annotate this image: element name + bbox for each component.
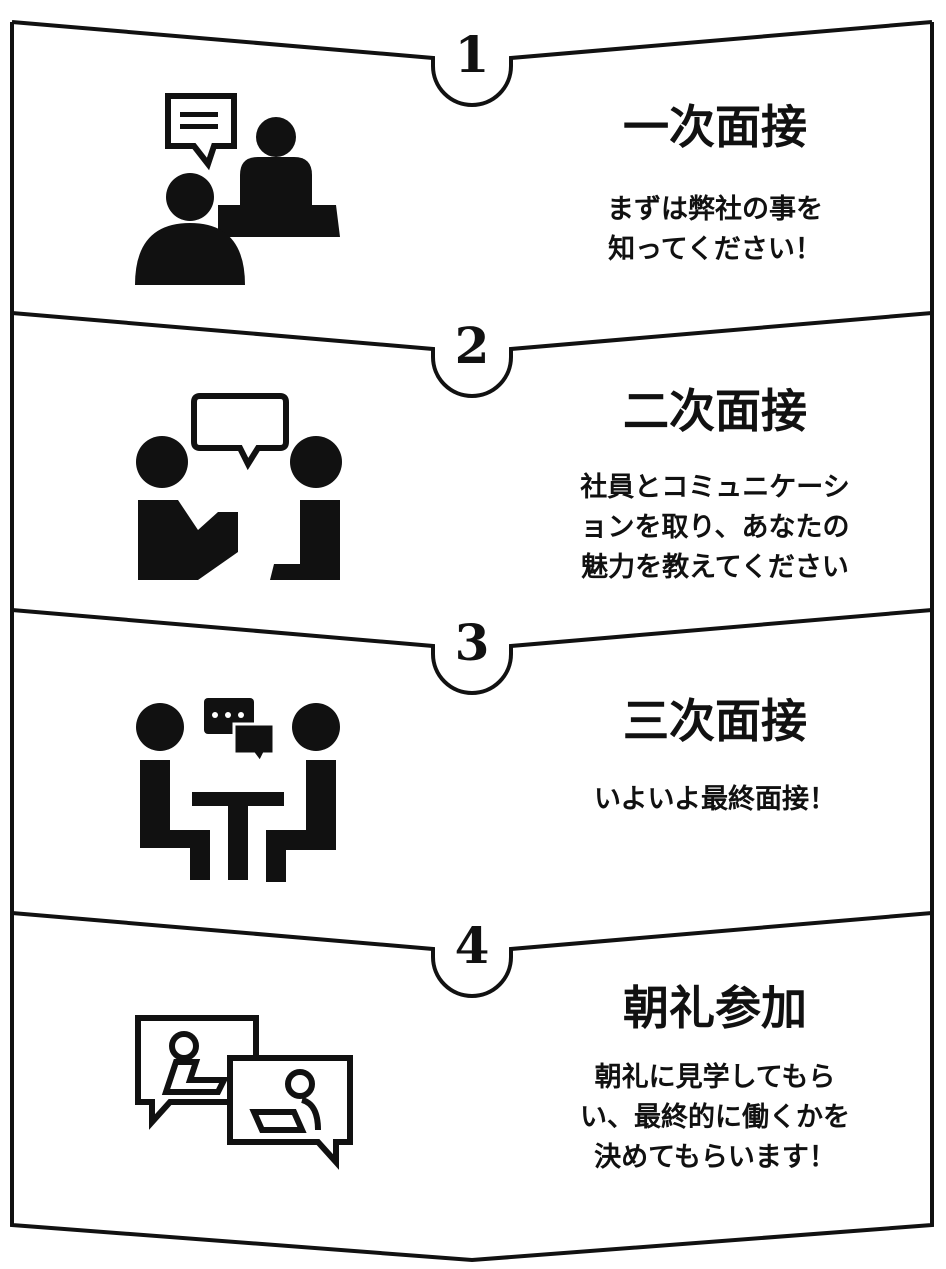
step-divider-4 bbox=[11, 911, 933, 998]
interview-desk-icon bbox=[135, 93, 340, 285]
description-line: ョンを取り、あなたの bbox=[580, 512, 850, 543]
step-number: 1 bbox=[454, 25, 490, 84]
step-description: まずは弊社の事を知ってください！ bbox=[530, 190, 900, 270]
description-line: 社員とコミュニケーシ bbox=[580, 472, 850, 503]
step-number: 2 bbox=[454, 316, 490, 375]
step-number: 3 bbox=[454, 613, 490, 672]
description-line: 朝礼に見学してもら bbox=[594, 1062, 836, 1093]
step-divider-2 bbox=[11, 311, 933, 398]
description-line: 決めてもらいます！ bbox=[594, 1142, 836, 1173]
step-divider-1 bbox=[11, 20, 933, 107]
step-title: 三次面接 bbox=[623, 694, 807, 748]
description-line: い、最終的に働くかを bbox=[580, 1102, 850, 1133]
step-description: いよいよ最終面接！ bbox=[530, 780, 900, 820]
description-line: 魅力を教えてください bbox=[581, 552, 849, 583]
step-number: 4 bbox=[454, 916, 490, 975]
conversation-icon bbox=[136, 393, 342, 580]
online-meeting-icon bbox=[135, 1015, 353, 1170]
step-description: 朝礼に見学してもらい、最終的に働くかを決めてもらいます！ bbox=[530, 1058, 900, 1178]
step-title: 朝礼参加 bbox=[623, 981, 807, 1035]
step-description: 社員とコミュニケーションを取り、あなたの魅力を教えてください bbox=[530, 468, 900, 588]
frame-outline bbox=[10, 22, 934, 1263]
description-line: 知ってください！ bbox=[608, 234, 822, 265]
step-title: 二次面接 bbox=[623, 384, 807, 438]
step-divider-3 bbox=[11, 608, 933, 695]
description-line: まずは弊社の事を bbox=[607, 194, 823, 225]
step-title: 一次面接 bbox=[623, 100, 807, 154]
meeting-table-icon bbox=[136, 698, 340, 882]
description-line: いよいよ最終面接！ bbox=[594, 784, 836, 815]
